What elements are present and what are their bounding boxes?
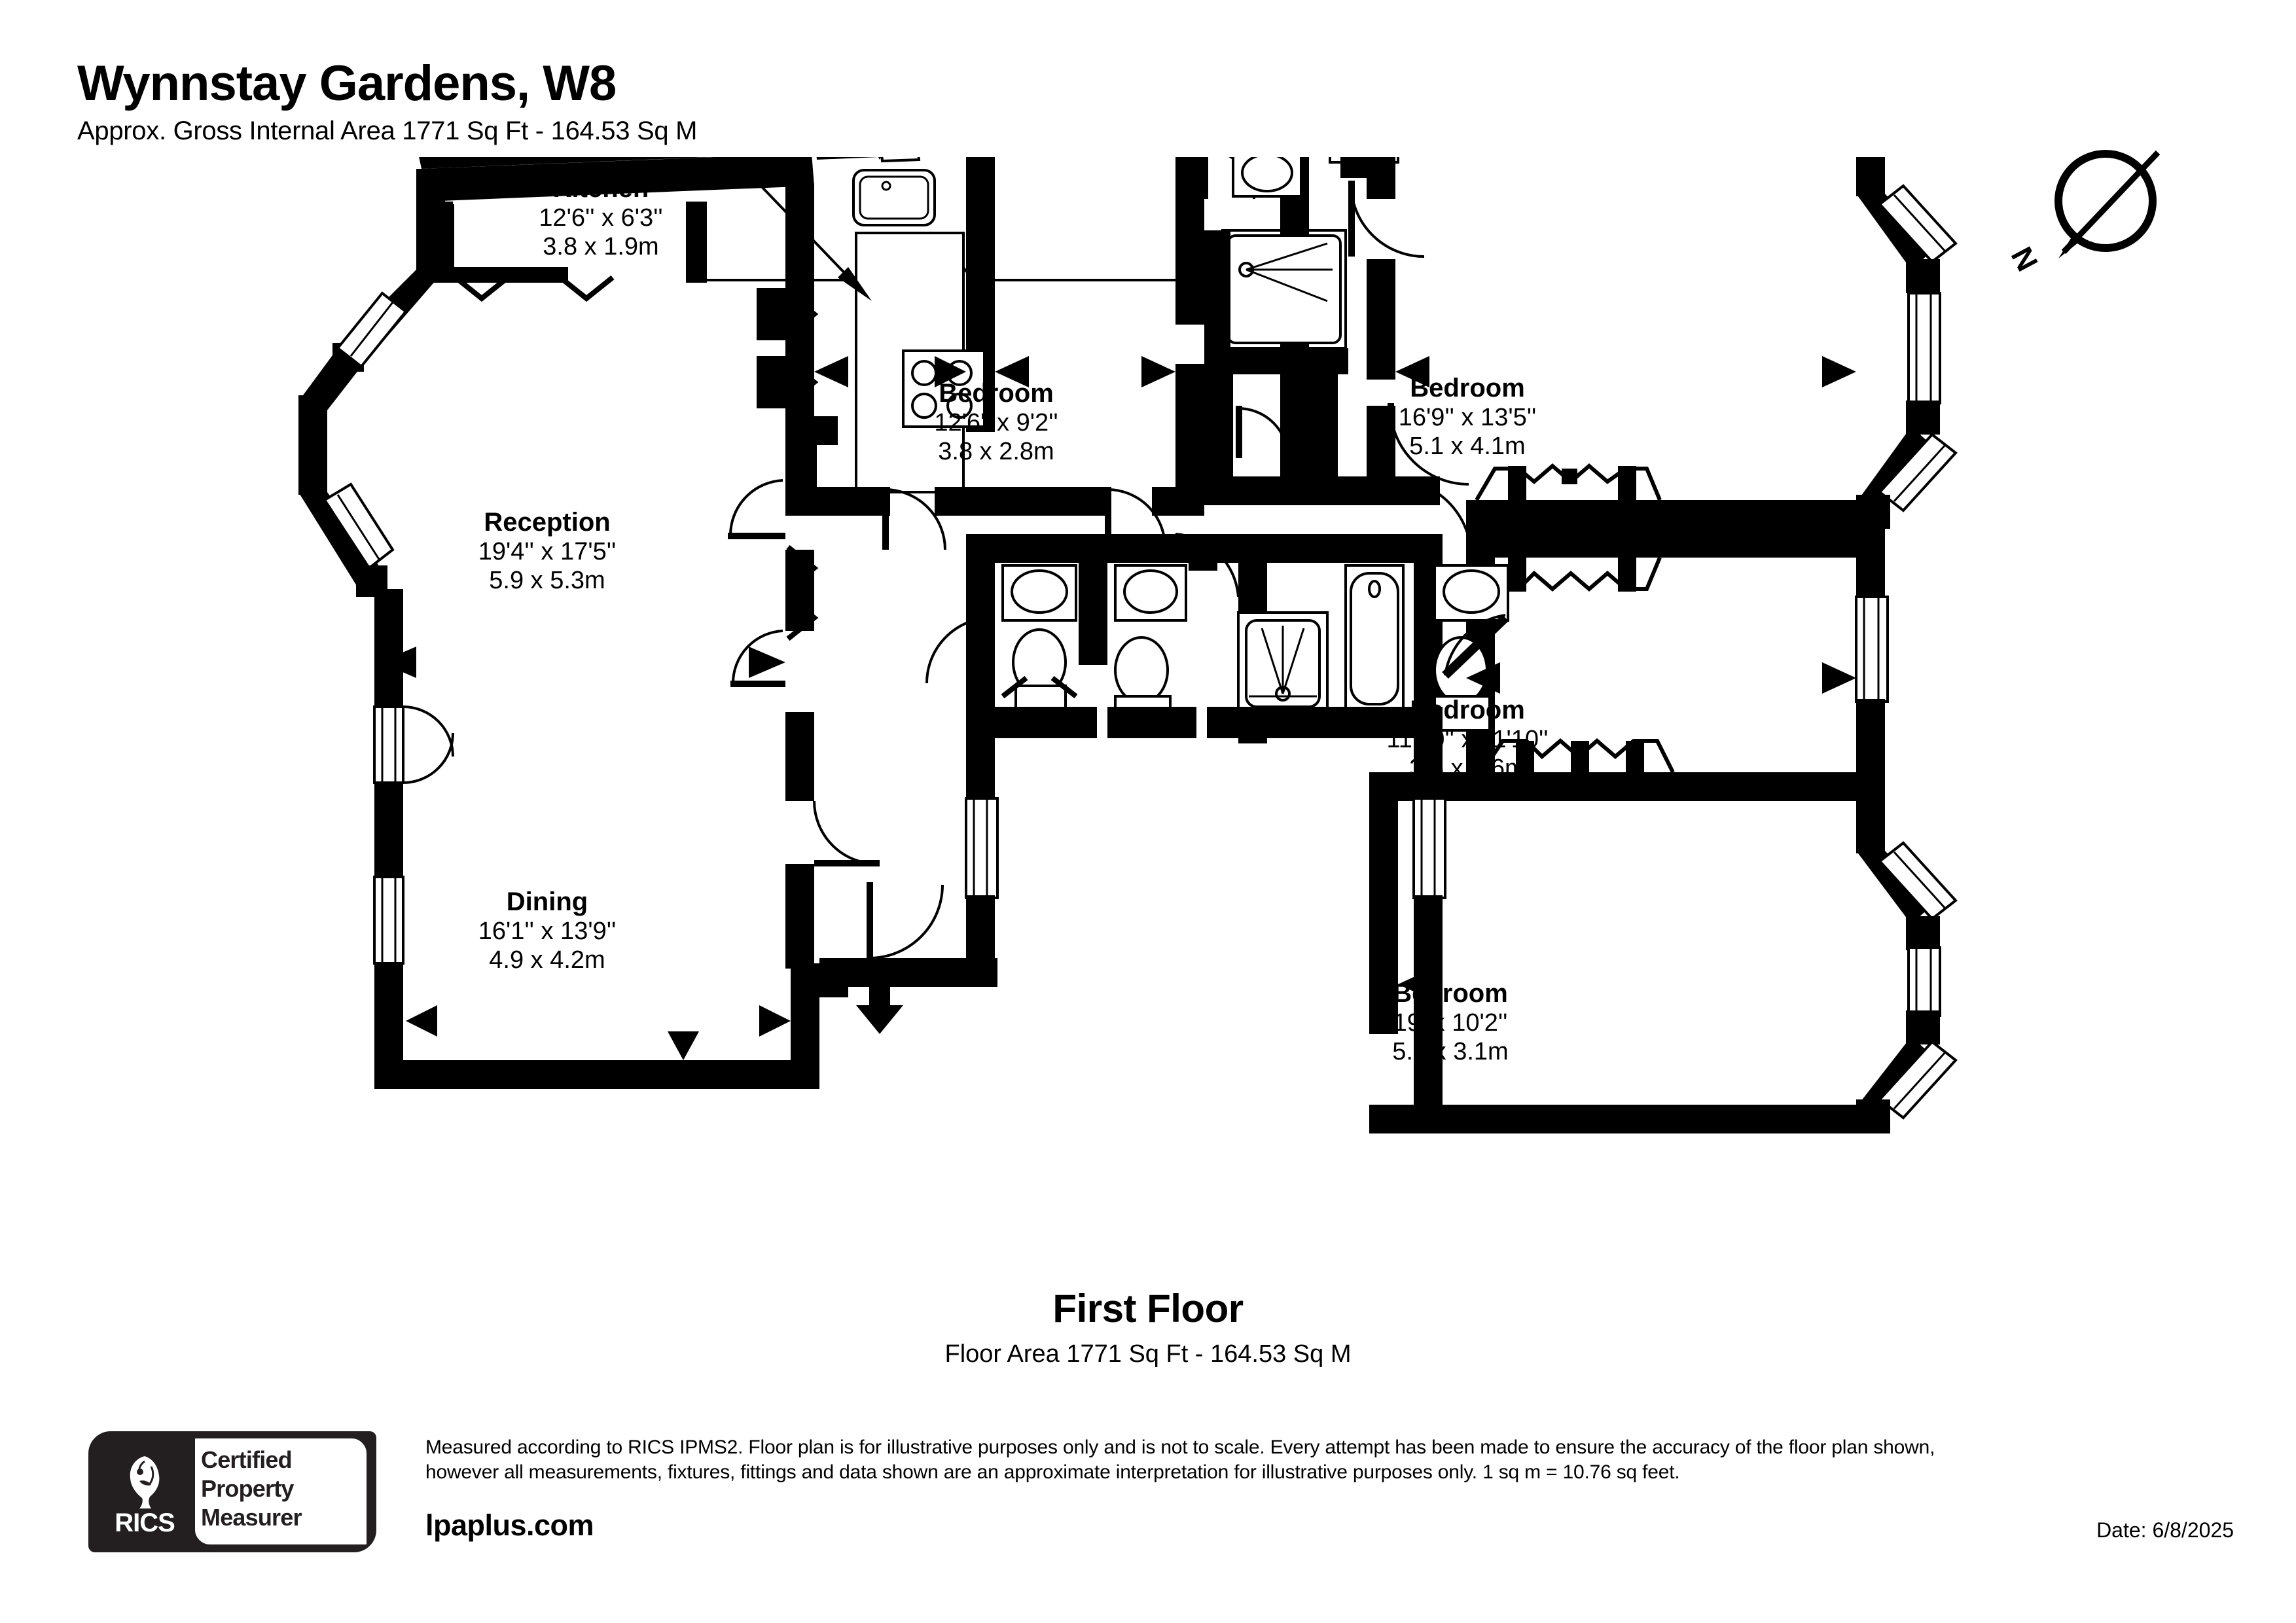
plan-date: Date: 6/8/2025 bbox=[2096, 1518, 2234, 1542]
cert-line-2: Property bbox=[201, 1474, 294, 1502]
compass-rose: N bbox=[1993, 141, 2189, 304]
room-dimensions-metric: 3.8 x 2.8m bbox=[938, 438, 1054, 466]
room-dimensions-metric: 3.6 x 3.6m bbox=[1409, 755, 1526, 783]
room-name: Dining bbox=[506, 887, 588, 916]
bathroom-cluster bbox=[819, 533, 1509, 1107]
kitchen-area bbox=[734, 157, 995, 550]
hallway-walls bbox=[454, 275, 843, 641]
room-dimensions-imperial: 16'1'' x 13'9'' bbox=[478, 918, 617, 946]
reception-dining-shell bbox=[298, 157, 819, 1089]
bedroom-4-walls bbox=[1369, 772, 1958, 1133]
rics-certified-logo: RICS Certified Property Measurer bbox=[88, 1431, 376, 1552]
room-dimensions-metric: 5.1 x 4.1m bbox=[1409, 433, 1526, 461]
footer: RICS Certified Property Measurer Measure… bbox=[0, 1430, 2296, 1580]
room-name: Bedroom bbox=[1410, 696, 1525, 724]
room-dimensions-imperial: 11'10'' x 11'10'' bbox=[1386, 726, 1549, 754]
room-name: Bedroom bbox=[939, 379, 1054, 408]
room-label-bedroom-3: Bedroom 11'10'' x 11'10'' 3.6 x 3.6m bbox=[1386, 695, 1548, 783]
room-name: Reception bbox=[484, 508, 611, 537]
header: Wynnstay Gardens, W8 Approx. Gross Inter… bbox=[77, 58, 1124, 146]
room-dimensions-imperial: 16'9'' x 13'5'' bbox=[1398, 404, 1537, 432]
rics-wordmark: RICS bbox=[115, 1508, 175, 1537]
page-title: Wynnstay Gardens, W8 bbox=[77, 56, 617, 111]
disclaimer-line-1: Measured according to RICS IPMS2. Floor … bbox=[425, 1436, 1935, 1458]
room-name: Kitchen bbox=[552, 174, 649, 203]
floor-area: Floor Area 1771 Sq Ft - 164.53 Sq M bbox=[944, 1340, 1352, 1368]
cert-line-1: Certified bbox=[201, 1446, 293, 1473]
room-label-dining: Dining 16'1'' x 13'9'' 4.9 x 4.2m bbox=[478, 887, 616, 975]
room-dimensions-metric: 4.9 x 4.2m bbox=[489, 946, 605, 974]
bedroom-2-walls bbox=[1367, 157, 1958, 529]
room-label-bedroom-1: Bedroom 12'6'' x 9'2'' 3.8 x 2.8m bbox=[934, 378, 1058, 467]
room-label-bedroom-4: Bedroom 19' x 10'2'' 5.8 x 3.1m bbox=[1392, 978, 1508, 1067]
rics-lion-icon bbox=[130, 1456, 160, 1508]
cert-line-3: Measurer bbox=[201, 1503, 302, 1531]
disclaimer-line-2: however all measurements, fixtures, fitt… bbox=[425, 1461, 1680, 1483]
floor-caption: First Floor Floor Area 1771 Sq Ft - 164.… bbox=[944, 1286, 1351, 1368]
room-dimensions-imperial: 19' x 10'2'' bbox=[1393, 1009, 1508, 1037]
room-dimensions-metric: 3.8 x 1.9m bbox=[543, 233, 659, 261]
ensuite-top bbox=[1204, 157, 1469, 505]
floor-name: First Floor bbox=[1052, 1287, 1244, 1330]
room-name: Bedroom bbox=[1393, 979, 1508, 1008]
room-dimensions-metric: 5.8 x 3.1m bbox=[1392, 1038, 1509, 1066]
room-label-reception: Reception 19'4'' x 17'5'' 5.9 x 5.3m bbox=[478, 507, 616, 596]
room-label-bedroom-2: Bedroom 16'9'' x 13'5'' 5.1 x 4.1m bbox=[1399, 373, 1536, 461]
room-dimensions-metric: 5.9 x 5.3m bbox=[489, 567, 605, 595]
room-label-kitchen: Kitchen 12'6'' x 6'3'' 3.8 x 1.9m bbox=[539, 173, 662, 262]
room-dimensions-imperial: 12'6'' x 6'3'' bbox=[539, 204, 663, 232]
floorplan-svg bbox=[298, 157, 1958, 1133]
floorplan-drawing bbox=[0, 157, 2296, 1283]
website-link[interactable]: lpaplus.com bbox=[425, 1508, 594, 1542]
bedroom-1-walls bbox=[995, 157, 1255, 548]
dimension-markers bbox=[380, 157, 1856, 1133]
room-dimensions-imperial: 12'6'' x 9'2'' bbox=[934, 409, 1058, 437]
certification-text: Certified Property Measurer bbox=[201, 1446, 365, 1532]
page-subtitle: Approx. Gross Internal Area 1771 Sq Ft -… bbox=[77, 116, 698, 145]
compass-north-arrow-icon: N bbox=[2004, 150, 2161, 277]
disclaimer-text: Measured according to RICS IPMS2. Floor … bbox=[425, 1435, 2232, 1485]
room-name: Bedroom bbox=[1410, 374, 1525, 402]
room-dimensions-imperial: 19'4'' x 17'5'' bbox=[478, 538, 617, 566]
logo-panel bbox=[193, 1436, 368, 1546]
